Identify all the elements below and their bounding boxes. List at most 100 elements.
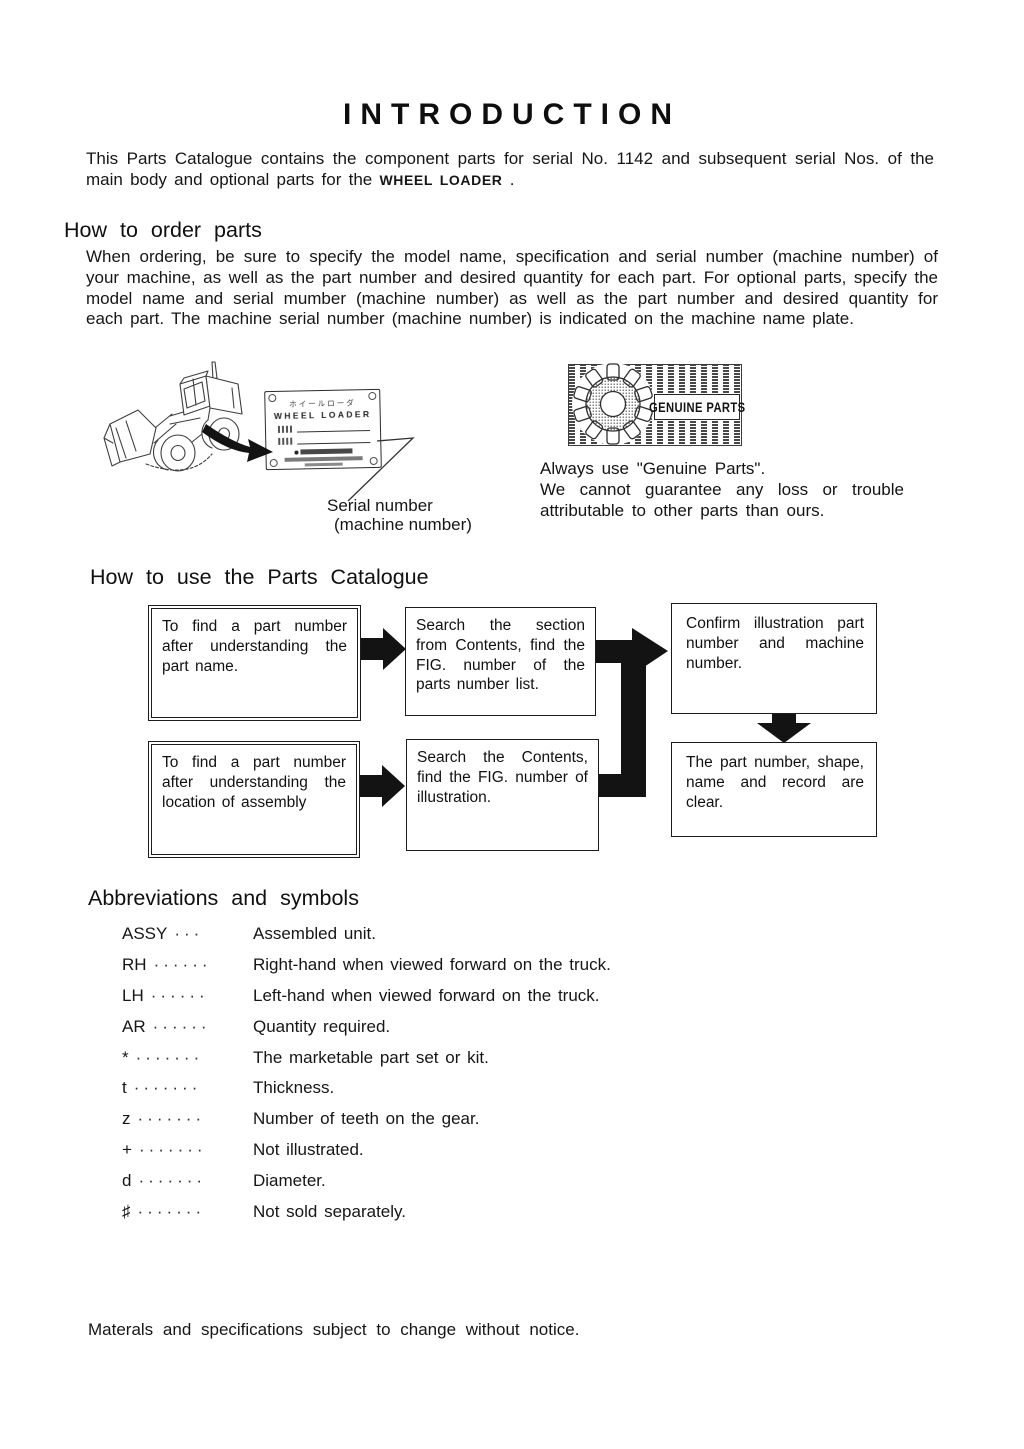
flow-arrow-down-icon [757,713,811,743]
serial-number-caption: Serial number (machine number) [327,496,472,534]
plate-serial-field [278,435,371,445]
serial-caption-line2: (machine number) [334,514,472,534]
abbr-symbol: t [122,1078,127,1098]
abbr-key: z······· [122,1109,253,1129]
change-notice: Materals and specifications subject to c… [88,1320,580,1339]
flow-arrow-right-icon [358,628,406,670]
abbr-key: AR ······ [122,1017,253,1037]
genuine-parts-text: GENUINE PARTS [648,399,746,415]
abbr-meaning: Not illustrated. [253,1139,364,1159]
machine-name-plate: ホイールローダ WHEEL LOADER [264,388,382,471]
abbr-key: d ······· [122,1171,253,1191]
flow-connector-vertical [621,640,646,797]
abbr-meaning: Diameter. [253,1170,326,1190]
abbr-meaning: Right-hand when viewed forward on the tr… [253,955,611,975]
abbr-symbol: d [122,1170,132,1190]
flow-connector-bottom [597,774,646,797]
abbr-row: + ······· Not illustrated. [122,1135,842,1166]
abbr-symbol: ♯ [122,1201,131,1221]
order-section-heading: How to order parts [64,218,262,242]
abbr-key: * ······· [122,1048,253,1068]
genuine-parts-note: Always use "Genuine Parts". We cannot gu… [540,458,904,521]
abbr-dots: ······ [153,955,212,975]
abbreviation-list: ASSY··· Assembled unit. RH······ Right-h… [122,919,842,1227]
wheel-loader-drawing-icon [103,361,243,472]
abbr-symbol: RH [122,955,147,975]
abbr-row: d ······· Diameter. [122,1165,842,1196]
abbr-row: t ······· Thickness. [122,1073,842,1104]
genuine-parts-label: GENUINE PARTS [649,394,745,420]
abbr-row: * ······· The marketable part set or kit. [122,1042,842,1073]
flow-box-result: The part number, shape, name and record … [671,742,877,837]
maker-logo-icon [294,450,299,455]
note-line1: Always use "Genuine Parts". [540,459,766,478]
flow-box-confirm: Confirm illustration part number and mac… [671,603,877,714]
plate-model-label [277,425,294,433]
plate-model-line [297,430,371,433]
abbr-dots: ······· [138,1170,207,1190]
abbr-symbol: ASSY [122,924,168,944]
page-title: INTRODUCTION [343,98,681,131]
abbr-dots: ······· [135,1047,204,1067]
abbr-row: AR······ Quantity required. [122,1011,842,1042]
serial-caption-line1: Serial number [327,496,433,515]
abbr-row: ASSY ··· Assembled unit. [122,919,842,950]
abbr-dots: ······· [138,1139,207,1159]
abbr-row: LH ······ Left-hand when viewed forward o… [122,981,842,1012]
maker-name-smudge [300,448,353,455]
genuine-parts-logo: GENUINE PARTS [568,363,745,446]
flow-box-text: To find a part number after understandin… [162,754,346,811]
intro-text: This Parts Catalogue contains the compon… [86,149,934,189]
abbr-key: ♯ ······· [122,1202,253,1222]
flow-box-text: To find a part number after understandin… [162,618,347,675]
abbr-symbol: + [122,1139,132,1159]
gear-icon [572,363,654,445]
abbr-symbol: AR [122,1016,146,1036]
abbr-row: z······· Number of teeth on the gear. [122,1104,842,1135]
abbr-row: RH ······ Right-hand when viewed forward … [122,950,842,981]
abbr-symbol: * [122,1047,129,1067]
abbr-row: ♯ ······· Not sold separately. [122,1196,842,1227]
abbr-dots: ······ [150,985,209,1005]
flow-box-search-contents: Search the Contents, find the FIG. numbe… [406,739,599,851]
abbr-meaning: Assembled unit. [253,924,376,944]
abbr-key: t ······· [122,1078,253,1098]
maker-city-smudge [304,462,343,466]
flow-box-text: The part number, shape, name and record … [686,754,864,811]
abbr-key: + ······· [122,1140,253,1160]
abbr-meaning: Left-hand when viewed forward on the tru… [253,985,600,1005]
abbr-dots: ······· [133,1078,202,1098]
flow-arrow-right-icon [357,765,405,807]
intro-paragraph: This Parts Catalogue contains the compon… [86,149,934,191]
abbr-meaning: The marketable part set or kit. [253,1047,489,1067]
abbr-key: LH ······ [122,986,253,1006]
plate-title-en: WHEEL LOADER [273,408,372,422]
model-name-bold: WHEEL LOADER [379,171,503,188]
plate-maker-row [266,448,380,455]
flow-box-find-by-location: To find a part number after understandin… [148,741,360,858]
abbr-dots: ··· [174,924,204,944]
flow-box-text: Search the section from Contents, find t… [416,617,585,694]
abbr-section-heading: Abbreviations and symbols [88,886,359,910]
abbr-meaning: Not sold separately. [253,1201,406,1221]
abbr-meaning: Number of teeth on the gear. [253,1109,480,1129]
note-rest: We cannot guarantee any loss or trouble … [540,480,904,520]
abbr-dots: ······· [137,1109,206,1129]
flow-box-search-section: Search the section from Contents, find t… [405,607,596,716]
flow-box-text: Confirm illustration part number and mac… [686,615,864,672]
abbr-key: RH ······ [122,955,253,975]
intro-period: . [509,169,515,189]
usage-section-heading: How to use the Parts Catalogue [90,565,429,589]
name-plate-content: ホイールローダ WHEEL LOADER [265,390,381,469]
order-section-body: When ordering, be sure to specify the mo… [86,247,938,329]
flow-box-find-by-name: To find a part number after understandin… [148,605,361,721]
abbr-dots: ······ [152,1016,211,1036]
flow-connector-arrow-icon [594,628,668,675]
maker-address-smudge [284,456,363,462]
abbr-meaning: Thickness. [253,1078,335,1098]
plate-serial-label [278,437,294,445]
plate-serial-line [297,442,371,445]
abbr-dots: ······· [137,1201,206,1221]
abbr-symbol: LH [122,985,144,1005]
